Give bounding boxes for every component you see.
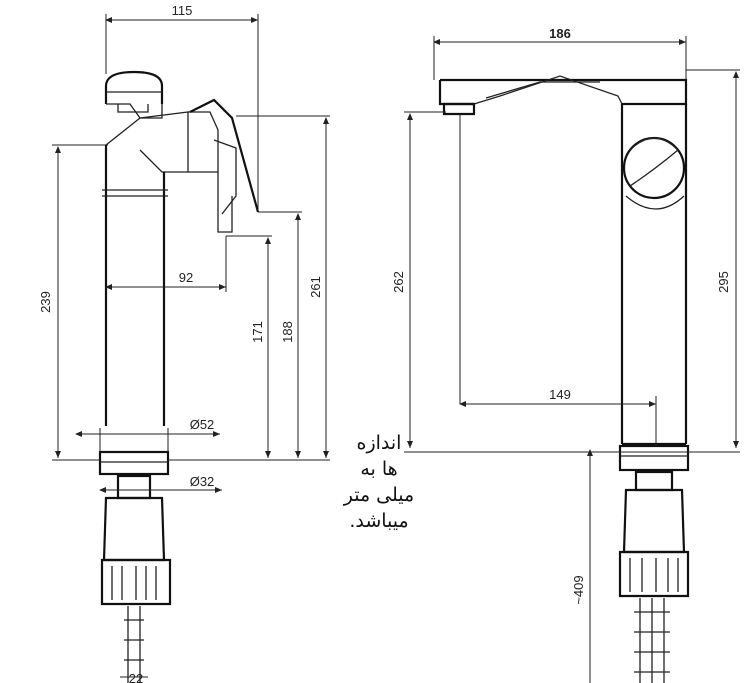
dim-dia-32: Ø32 [190, 474, 215, 489]
dim-22: 22 [129, 671, 143, 683]
dim-188: 188 [280, 321, 295, 343]
note-line-2: ها به [360, 458, 398, 480]
dim-115: 115 [172, 3, 193, 18]
right-view-faucet-body [438, 75, 690, 683]
dim-186: 186 [549, 26, 571, 41]
left-view-faucet-body [98, 70, 260, 683]
units-note: اندازه ها به میلی متر میباشد. [334, 430, 424, 534]
dim-dia-52: Ø52 [190, 417, 215, 432]
note-line-4: میباشد. [349, 510, 409, 532]
dim-149: 149 [549, 387, 571, 402]
note-line-3: میلی متر [343, 484, 415, 506]
dim-262: 262 [391, 271, 406, 293]
dim-239: 239 [38, 291, 53, 313]
dim-171: 171 [250, 321, 265, 343]
left-view-dimensions [52, 14, 330, 678]
right-view-dimension-labels: 186 262 295 149 ~409 [391, 26, 731, 605]
dim-295: 295 [716, 271, 731, 293]
note-line-1: اندازه [356, 432, 402, 454]
left-view-dimension-labels: 115 239 92 171 188 261 Ø52 Ø32 22 [38, 3, 323, 683]
dim-409: ~409 [571, 575, 586, 604]
dim-92: 92 [179, 270, 193, 285]
right-view-dimensions [404, 36, 740, 683]
dim-261: 261 [308, 276, 323, 298]
